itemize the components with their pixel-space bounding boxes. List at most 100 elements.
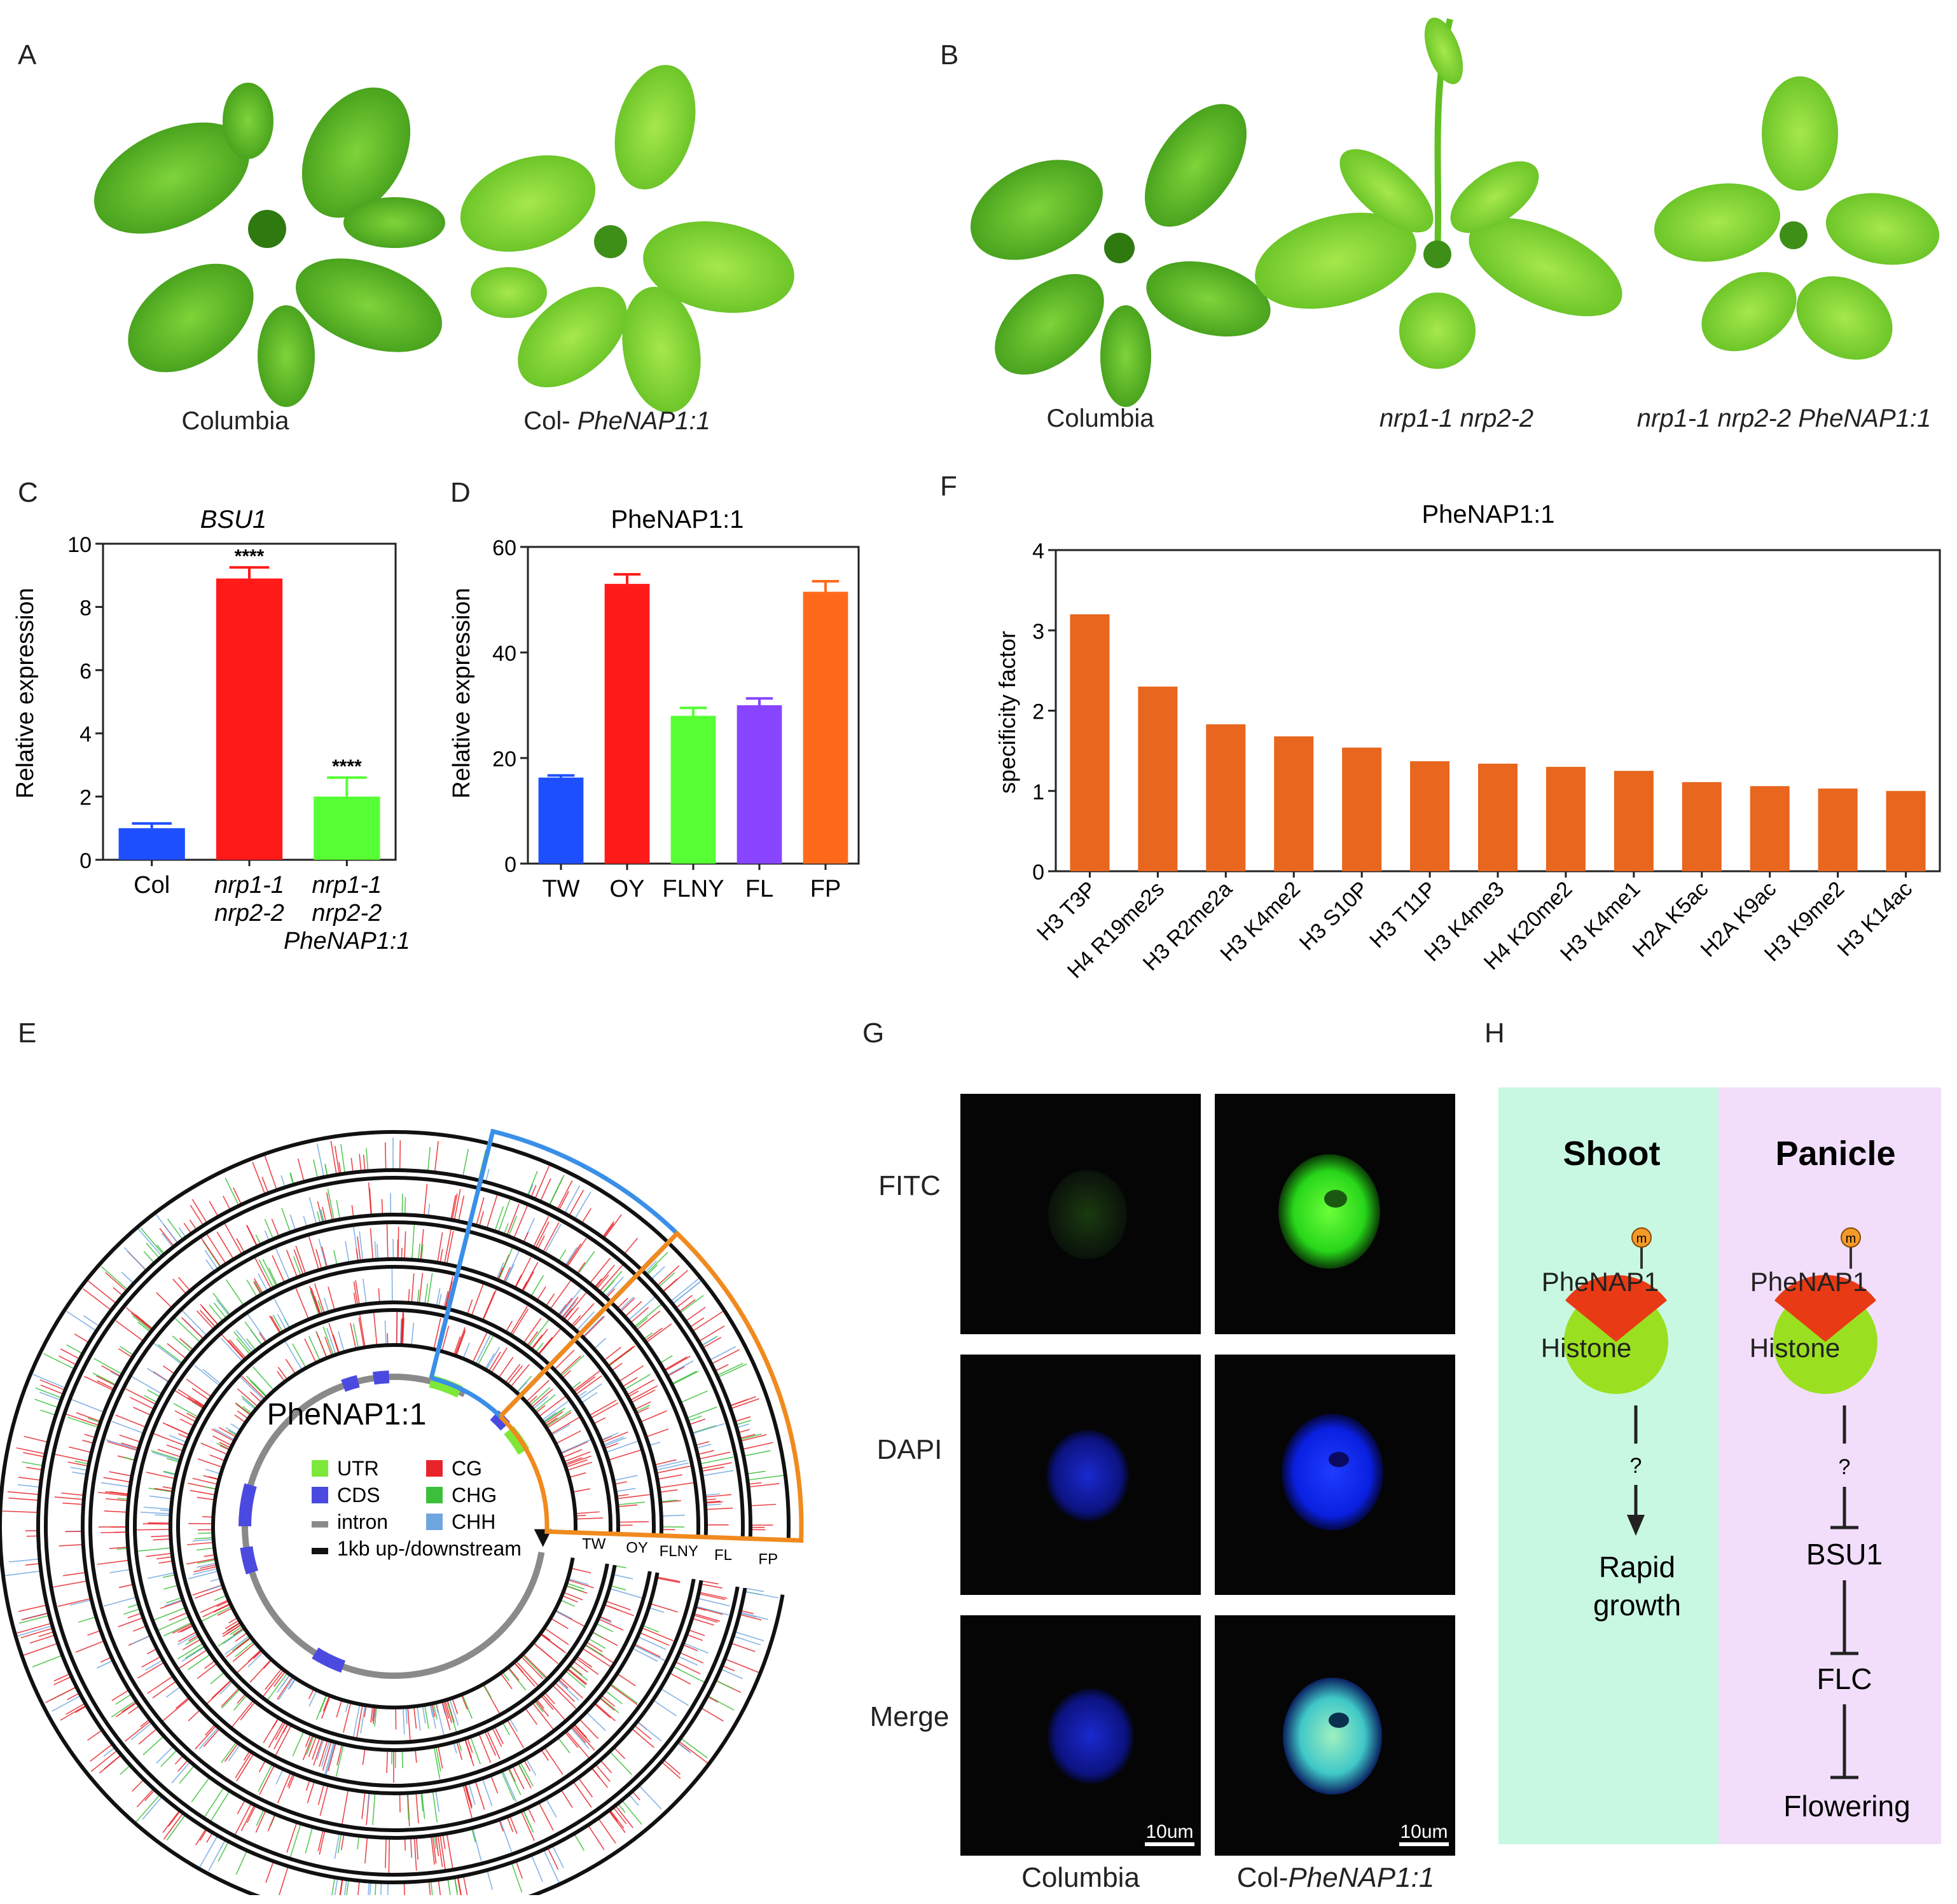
methylation-tick <box>433 1746 441 1779</box>
methylation-tick <box>564 1246 578 1266</box>
methylation-tick <box>198 1835 219 1869</box>
methylation-tick <box>219 1426 237 1438</box>
nucleus-dapi-columbia <box>1046 1430 1129 1521</box>
chart-c-significance: **** <box>235 546 265 567</box>
methylation-tick <box>319 1210 324 1224</box>
methylation-tick <box>158 1560 174 1564</box>
methylation-tick <box>558 1250 567 1262</box>
methylation-tick <box>523 1759 531 1772</box>
methylation-tick <box>192 1568 219 1575</box>
nucleus-fitc-phenap <box>1278 1154 1380 1269</box>
methylation-tick <box>67 1692 80 1700</box>
svg-text:m: m <box>1846 1232 1857 1246</box>
methylation-tick <box>633 1643 661 1658</box>
methylation-tick <box>508 1667 520 1681</box>
methylation-tick <box>357 1880 360 1895</box>
methylation-tick <box>586 1711 606 1732</box>
methylation-tick <box>434 1141 439 1173</box>
methylation-tick <box>695 1441 710 1446</box>
methylation-tick <box>675 1295 693 1309</box>
methylation-tick <box>118 1348 133 1358</box>
nucleus-dapi-phenap <box>1282 1414 1383 1531</box>
methylation-tick <box>32 1655 63 1667</box>
methylation-tick <box>630 1307 649 1323</box>
methylation-tick <box>468 1783 476 1805</box>
methylation-tick <box>540 1695 554 1710</box>
methylation-tick <box>544 1692 555 1704</box>
methylation-tick <box>34 1398 59 1409</box>
methylation-tick <box>583 1316 605 1338</box>
methylation-tick <box>200 1564 218 1569</box>
methylation-tick <box>178 1649 208 1669</box>
methylation-tick <box>258 1763 273 1792</box>
methylation-tick <box>572 1781 592 1808</box>
methylation-tick <box>325 1742 336 1776</box>
methylation-tick <box>256 1809 265 1826</box>
methylation-tick <box>441 1700 451 1730</box>
methylation-tick <box>646 1428 669 1438</box>
methylation-tick <box>130 1312 153 1330</box>
methylation-tick <box>656 1576 681 1582</box>
methylation-tick <box>153 1607 186 1621</box>
methylation-tick <box>135 1529 171 1531</box>
methylation-tick <box>234 1803 252 1836</box>
methylation-tick <box>560 1789 573 1809</box>
methylation-tick <box>660 1688 689 1706</box>
chart-f-ytick-label: 1 <box>1032 780 1044 804</box>
track-outer-ring <box>88 1220 700 1832</box>
methylation-tick <box>645 1252 668 1275</box>
methylation-tick <box>192 1538 214 1542</box>
methylation-tick <box>377 1243 379 1260</box>
methylation-tick <box>654 1459 687 1468</box>
methylation-tick <box>156 1746 174 1764</box>
methylation-tick <box>236 1238 245 1253</box>
methylation-tick <box>43 1353 75 1370</box>
methylation-tick <box>604 1214 622 1239</box>
chart-d-ytick-label: 20 <box>492 747 516 771</box>
methylation-tick <box>671 1370 697 1385</box>
methylation-tick <box>87 1729 103 1741</box>
methylation-tick <box>657 1474 682 1480</box>
methylation-tick <box>551 1845 564 1868</box>
methylation-tick <box>557 1678 569 1689</box>
methylation-tick <box>209 1304 224 1322</box>
methylation-tick <box>292 1730 305 1756</box>
methylation-tick <box>267 1814 276 1832</box>
methyl-mark-panicle <box>1841 1227 1861 1248</box>
methylation-tick <box>105 1272 127 1292</box>
chart-f-ytick-label: 4 <box>1032 539 1044 563</box>
caption-a-col-phenap: Col- PheNAP1:1 <box>523 407 710 435</box>
methylation-tick <box>745 1587 764 1592</box>
methylation-tick <box>496 1262 504 1280</box>
methylation-tick <box>227 1340 245 1360</box>
methylation-tick <box>67 1461 89 1467</box>
methylation-tick <box>511 1308 529 1336</box>
methylation-tick <box>218 1841 230 1862</box>
methylation-tick <box>192 1477 218 1485</box>
methylation-tick <box>534 1166 550 1199</box>
methylation-tick <box>575 1657 599 1675</box>
methylation-tick <box>364 1837 368 1864</box>
methylation-tick <box>169 1611 188 1621</box>
methylation-tick <box>153 1371 170 1383</box>
methylation-tick <box>92 1372 117 1386</box>
methylation-tick <box>487 1870 494 1890</box>
methylation-tick <box>343 1702 352 1733</box>
methylation-tick <box>563 1592 583 1601</box>
methylation-tick <box>617 1504 638 1508</box>
methylation-tick <box>446 1699 455 1723</box>
methylation-tick <box>337 1833 342 1854</box>
methylation-tick <box>76 1412 101 1423</box>
methylation-tick <box>530 1388 553 1408</box>
methylation-tick <box>490 1347 508 1374</box>
chart-c-xtick-label: nrp2-2 <box>214 900 284 927</box>
methylation-tick <box>636 1310 661 1331</box>
methylation-tick <box>598 1618 624 1631</box>
methylation-tick <box>621 1377 638 1388</box>
methylation-tick <box>626 1379 655 1396</box>
track-label: TW <box>582 1535 606 1552</box>
methylation-tick <box>400 1318 403 1346</box>
methylation-tick <box>293 1249 304 1276</box>
methylation-tick <box>21 1612 50 1621</box>
methylation-tick <box>322 1206 327 1223</box>
